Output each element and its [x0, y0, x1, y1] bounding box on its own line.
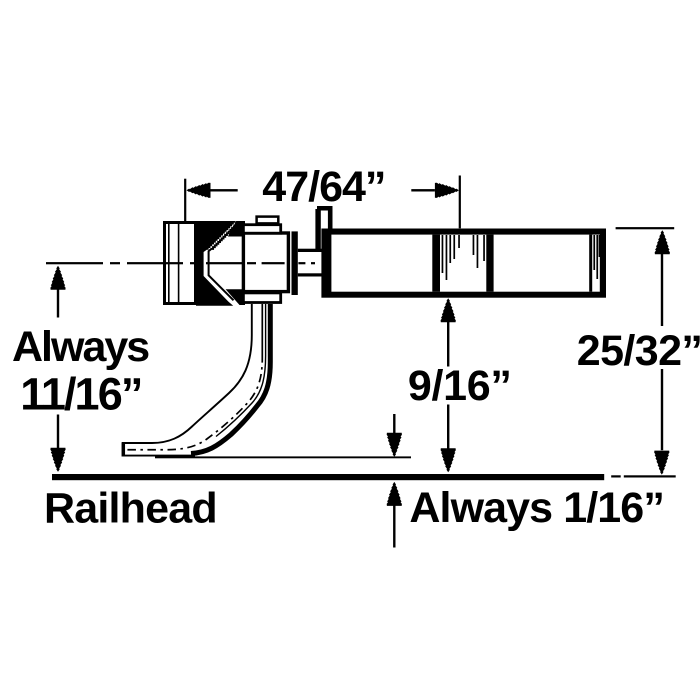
- svg-text:11/16”: 11/16”: [20, 368, 141, 419]
- svg-text:25/32”: 25/32”: [577, 327, 700, 375]
- svg-text:9/16”: 9/16”: [408, 362, 512, 410]
- svg-text:Always: Always: [12, 323, 149, 371]
- svg-text:Railhead: Railhead: [44, 485, 217, 533]
- svg-text:47/64”: 47/64”: [262, 163, 385, 211]
- svg-text:Always 1/16”: Always 1/16”: [409, 484, 664, 532]
